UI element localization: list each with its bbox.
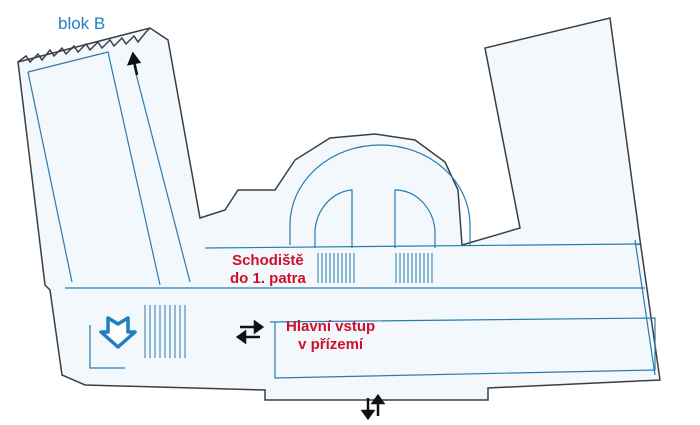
arrow-up-icon xyxy=(126,51,142,76)
block-label: blok B xyxy=(58,14,106,33)
dome-outer xyxy=(289,144,471,245)
entrance-label: Hlavní vstup v přízemí xyxy=(286,318,375,354)
corridor-upper-line xyxy=(204,243,641,249)
dome-right-niche xyxy=(394,189,436,248)
metro-icon[interactable] xyxy=(99,316,137,349)
bidirectional-arrows-icon xyxy=(235,319,265,345)
updown-arrows-icon xyxy=(360,393,386,421)
stairs-label: Schodiště do 1. patra xyxy=(230,252,306,288)
blok-b-break-edge xyxy=(17,27,151,64)
stairs-right xyxy=(395,253,433,283)
entrance-label-line2: v přízemí xyxy=(298,336,364,353)
stairs-label-line2: do 1. patra xyxy=(230,270,306,287)
blok-b-inner xyxy=(27,51,161,286)
stairs-label-line1: Schodiště xyxy=(232,252,304,269)
entrance-label-line1: Hlavní vstup xyxy=(286,318,376,335)
building-outline xyxy=(17,17,661,401)
stairs-left xyxy=(317,253,355,283)
stairs-icon xyxy=(144,305,186,358)
dome-left-niche xyxy=(314,189,353,248)
